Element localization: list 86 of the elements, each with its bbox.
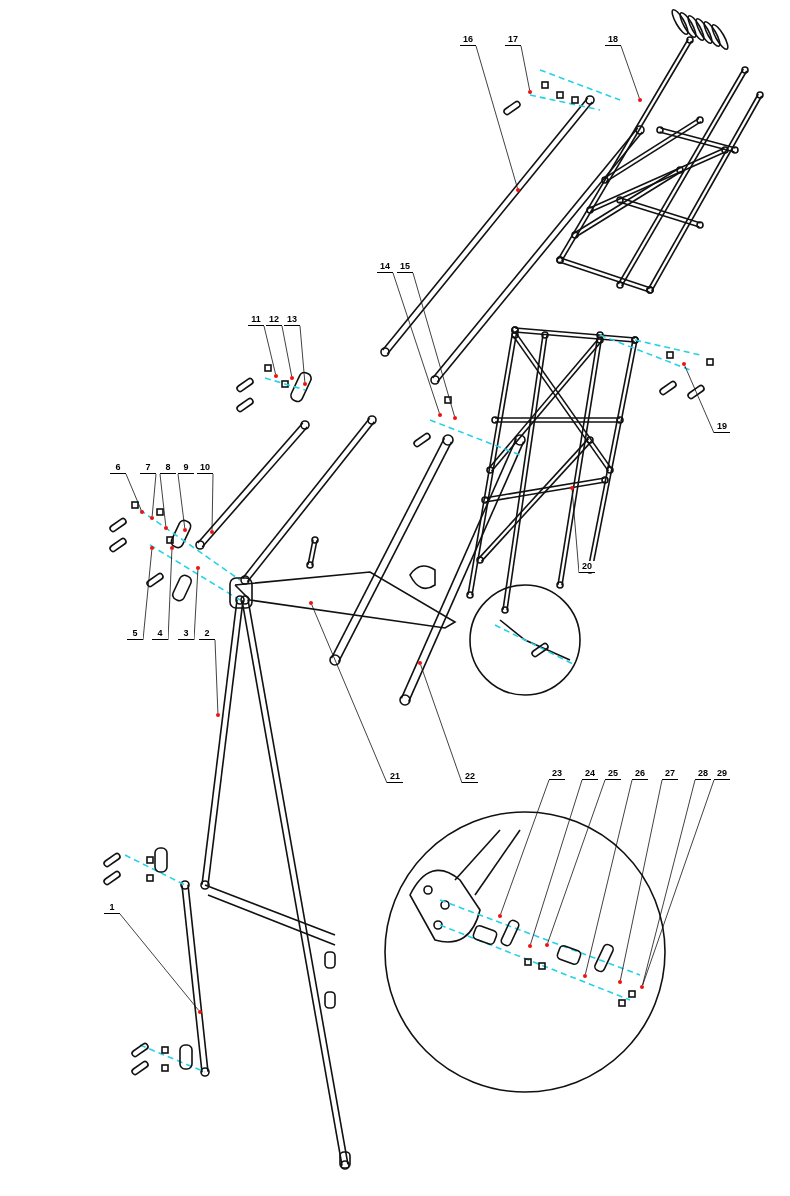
part-marker-dot	[570, 486, 574, 490]
part-marker-dot	[682, 362, 686, 366]
leader-line	[177, 473, 186, 529]
callout-number: 27	[662, 768, 678, 780]
part-marker-dot	[164, 526, 168, 530]
part-marker-dot	[516, 188, 520, 192]
part-marker-dot	[453, 416, 457, 420]
part-marker-dot	[170, 546, 174, 550]
leader-line	[500, 779, 550, 915]
callout-number: 18	[605, 34, 621, 46]
part-marker-dot	[418, 661, 422, 665]
leader-line	[211, 473, 214, 531]
leader-line	[125, 473, 142, 511]
leader-line	[642, 779, 715, 986]
leader-line	[281, 325, 292, 377]
callout-number: 28	[695, 768, 711, 780]
part-marker-dot	[438, 413, 442, 417]
leader-line	[159, 473, 167, 527]
part-marker-dot	[498, 914, 502, 918]
callout-number: 21	[387, 771, 403, 783]
callout-number: 2	[199, 628, 215, 640]
leader-line	[311, 604, 388, 784]
callout-number: 17	[505, 34, 521, 46]
callout-number: 5	[127, 628, 143, 640]
part-marker-dot	[545, 943, 549, 947]
leader-line	[412, 272, 455, 417]
part-marker-dot	[183, 528, 187, 532]
part-marker-dot	[274, 374, 278, 378]
part-marker-dot	[640, 985, 644, 989]
leader-line	[475, 45, 518, 189]
part-marker-dot	[150, 516, 154, 520]
callout-number: 22	[462, 771, 478, 783]
callout-number: 14	[377, 261, 393, 273]
part-marker-dot	[196, 566, 200, 570]
part-marker-dot	[583, 974, 587, 978]
leader-line	[151, 473, 157, 517]
part-marker-dot	[618, 980, 622, 984]
part-marker-dot	[198, 1010, 202, 1014]
callout-number: 13	[284, 314, 300, 326]
callout-number: 6	[110, 462, 126, 474]
leader-line	[119, 913, 200, 1011]
callout-number: 10	[197, 462, 213, 474]
leader-line	[263, 325, 276, 375]
part-marker-dot	[303, 382, 307, 386]
callout-number: 11	[248, 314, 264, 326]
leader-line	[620, 45, 640, 99]
callout-number: 8	[160, 462, 176, 474]
leader-line	[642, 779, 696, 986]
part-marker-dot	[210, 530, 214, 534]
leader-line	[299, 325, 306, 383]
part-marker-dot	[528, 90, 532, 94]
callout-number: 4	[152, 628, 168, 640]
part-marker-dot	[528, 944, 532, 948]
leader-line	[547, 779, 606, 944]
leader-line	[193, 569, 199, 641]
leader-line	[142, 549, 153, 641]
leader-line	[571, 489, 580, 574]
leader-line	[420, 664, 463, 784]
callout-number: 3	[178, 628, 194, 640]
part-marker-dot	[140, 510, 144, 514]
callout-number: 15	[397, 261, 413, 273]
callout-number: 19	[714, 421, 730, 433]
callout-number: 7	[140, 462, 156, 474]
part-marker-dot	[216, 713, 220, 717]
leader-line	[214, 639, 219, 714]
part-marker-dot	[638, 98, 642, 102]
leader-line	[530, 779, 583, 945]
part-marker-dot	[309, 601, 313, 605]
callout-number: 26	[632, 768, 648, 780]
leader-line	[585, 779, 633, 975]
leader-line	[684, 365, 715, 434]
callout-number: 12	[266, 314, 282, 326]
leader-line	[392, 272, 440, 414]
part-marker-dot	[290, 376, 294, 380]
leader-line	[620, 779, 663, 981]
part-marker-dot	[150, 546, 154, 550]
callout-number: 24	[582, 768, 598, 780]
callout-number: 25	[605, 768, 621, 780]
callout-number: 29	[714, 768, 730, 780]
callout-number: 1	[104, 902, 120, 914]
leader-line	[520, 45, 530, 91]
callout-number: 20	[579, 561, 595, 573]
leader-line	[167, 549, 173, 641]
callout-number: 23	[549, 768, 565, 780]
callout-number: 9	[178, 462, 194, 474]
callout-number: 16	[460, 34, 476, 46]
